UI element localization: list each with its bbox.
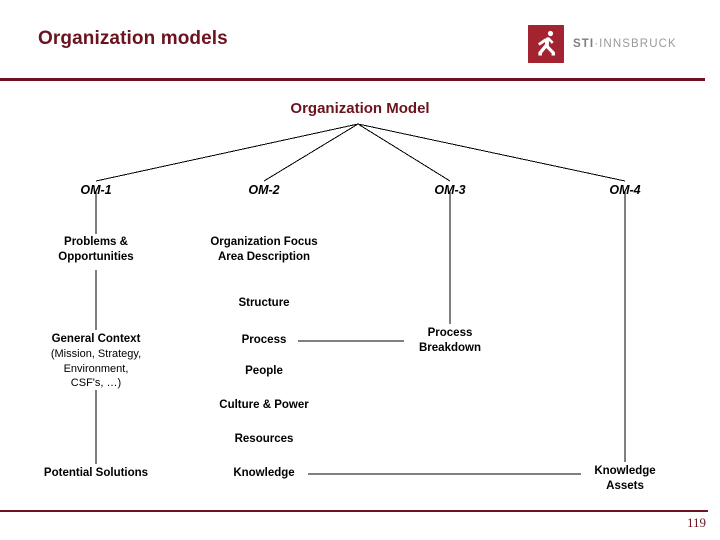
node-culture-power: Culture & Power xyxy=(219,398,308,413)
logo-word-separator: · xyxy=(594,38,600,50)
node-line-2: Opportunities xyxy=(58,251,134,264)
node-problems-opportunities: Problems & Opportunities xyxy=(58,235,133,265)
node-sub-line-3: CSF's, …) xyxy=(70,377,122,390)
node-sub-line-1: (Mission, Strategy, xyxy=(50,348,142,361)
node-line-1: Knowledge xyxy=(594,465,656,477)
node-line-1: Knowledge xyxy=(233,467,295,479)
node-line-1: Process xyxy=(241,334,287,346)
node-line-2: Assets xyxy=(606,480,644,493)
node-knowledge-assets: Knowledge Assets xyxy=(594,464,655,494)
node-resources: Resources xyxy=(235,432,294,447)
logo-wordmark: STI·INNSBRUCK xyxy=(573,38,677,50)
page-title: Organization models xyxy=(38,28,228,49)
om-label-om3: OM-3 xyxy=(434,183,466,197)
page-number: 119 xyxy=(686,515,706,530)
header-divider xyxy=(0,78,705,81)
om-label-om2: OM-2 xyxy=(248,183,280,197)
sti-innsbruck-figure-logo-icon xyxy=(528,25,564,63)
om-label-om4: OM-4 xyxy=(609,183,641,197)
logo-word-sti: STI xyxy=(573,38,595,50)
node-line-1: Culture & Power xyxy=(219,399,309,411)
node-organization-focus-area-description: Organization Focus Area Description xyxy=(210,235,317,265)
node-line-1: General Context xyxy=(51,333,141,345)
node-people: People xyxy=(245,364,283,379)
edge-root-to-om1 xyxy=(95,123,359,182)
sti-innsbruck-logo: STI·INNSBRUCK xyxy=(528,25,677,63)
node-line-2: Area Description xyxy=(217,251,311,264)
node-structure: Structure xyxy=(238,296,289,311)
node-line-1: Potential Solutions xyxy=(43,467,149,479)
node-potential-solutions: Potential Solutions xyxy=(44,466,148,481)
diagram-title: Organization Model xyxy=(290,100,430,117)
node-line-1: Organization Focus xyxy=(210,236,318,248)
node-line-2: Breakdown xyxy=(419,342,481,355)
node-line-1: Problems & xyxy=(64,236,128,248)
node-process-breakdown: Process Breakdown xyxy=(419,326,481,356)
logo-word-innsbruck: INNSBRUCK xyxy=(599,38,677,50)
edge-root-to-om3 xyxy=(357,123,451,182)
node-line-1: Resources xyxy=(234,433,294,445)
node-line-1: Structure xyxy=(238,297,290,309)
node-line-1: People xyxy=(245,365,283,377)
node-knowledge: Knowledge xyxy=(233,466,294,481)
node-process: Process xyxy=(242,333,287,348)
node-sub-line-2: Environment, xyxy=(63,362,129,375)
footer-divider xyxy=(0,510,708,512)
organization-model-diagram: Organization Model xyxy=(0,80,720,505)
om-label-om1: OM-1 xyxy=(80,183,112,197)
edge-root-to-om4 xyxy=(357,123,626,182)
node-general-context: General Context (Mission, Strategy, Envi… xyxy=(51,332,141,391)
node-line-1: Process xyxy=(427,327,473,339)
edge-root-to-om2 xyxy=(263,123,359,182)
diagram-connectors xyxy=(95,123,626,475)
